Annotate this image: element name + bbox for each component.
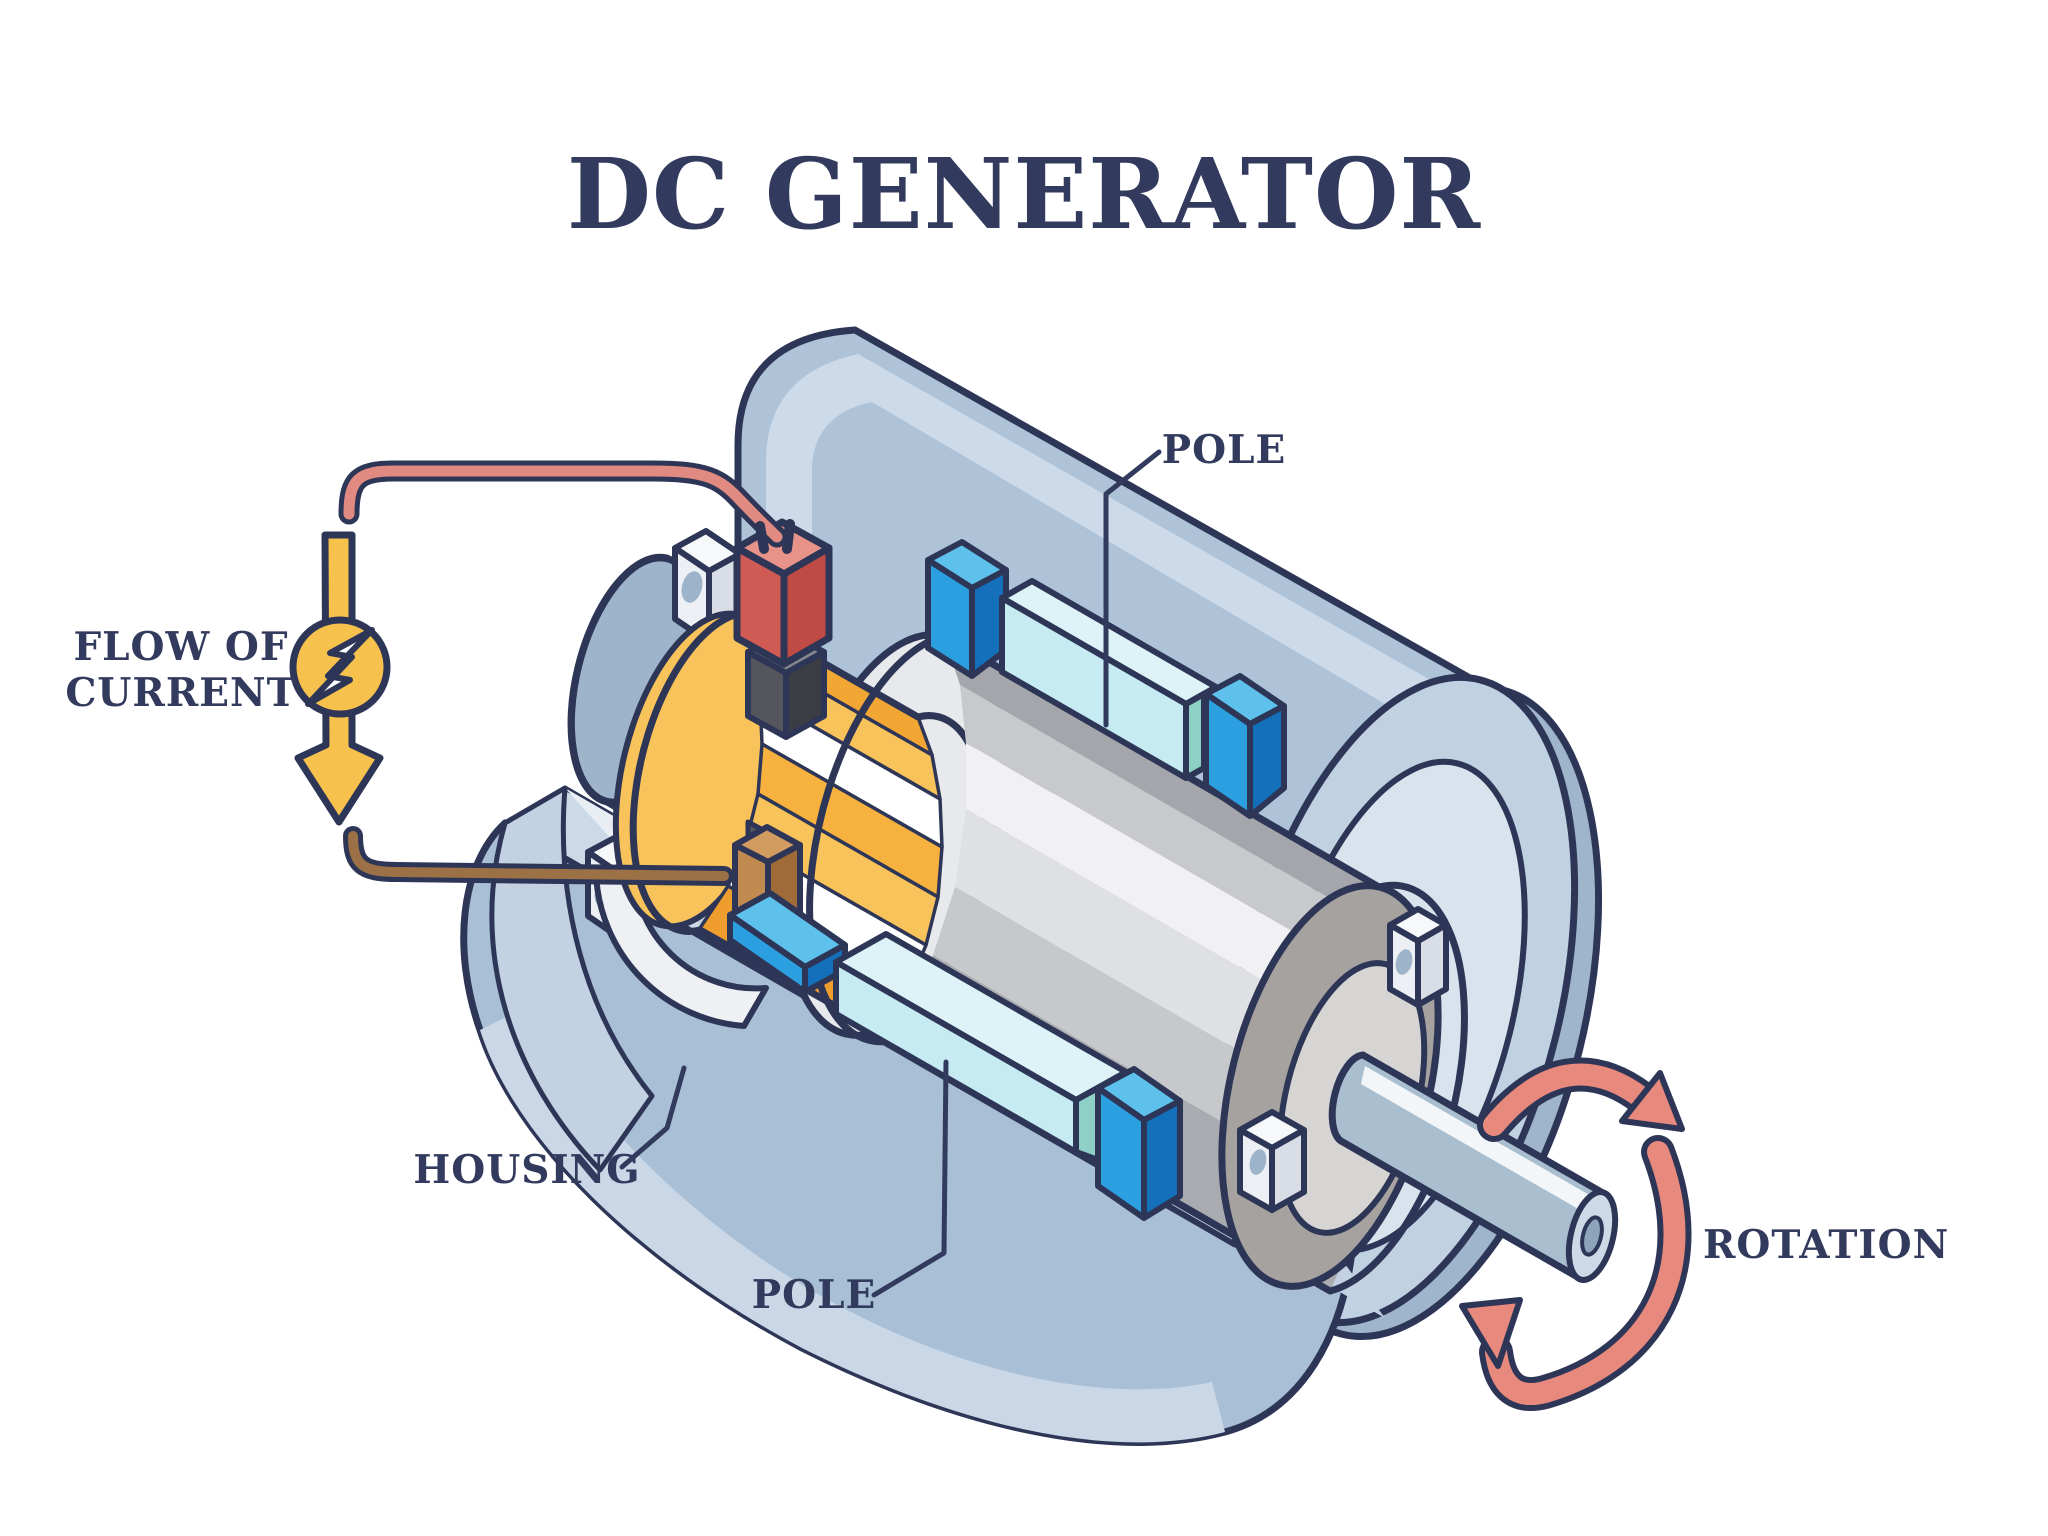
pole-magnet-plate-bottom-left: [727, 890, 848, 995]
pole-assembly-bottom: [727, 890, 1183, 1221]
pole-bottom-label: POLE: [752, 1272, 876, 1318]
shaft-center-hole: [1580, 1215, 1604, 1257]
magnet-side-face: [1141, 1098, 1183, 1221]
pole-shoe-bottom: [833, 931, 1129, 1163]
bearing-block-upper-right: [1387, 906, 1449, 1008]
flow-of-current-symbol: [289, 531, 391, 826]
pole-shoe-end-face: [1183, 691, 1207, 781]
pole-shoe-end-face: [1073, 1085, 1101, 1163]
wire-positive: [338, 460, 795, 554]
page-title: DC GENERATOR: [567, 137, 1482, 251]
pole-assembly-top: [925, 539, 1287, 819]
flow-of-current-label-line1: FLOW OF: [73, 624, 288, 670]
shaft: [1328, 1051, 1619, 1283]
wire-positive-core: [343, 465, 783, 543]
rotation-arc: [1483, 1063, 1653, 1136]
pole-magnet-cube-top-right: [1203, 673, 1287, 819]
bearing-side-face: [1415, 922, 1449, 1008]
bearing-block-lower-right: [1237, 1109, 1307, 1213]
bearing-hole: [1395, 949, 1413, 975]
bearing-hole: [681, 571, 703, 603]
rotation-label: ROTATION: [1703, 1222, 1949, 1268]
red-brush-side-face: [780, 544, 833, 668]
shaft-highlight-stripe: [1361, 1066, 1605, 1222]
generator-assembly: [338, 326, 1692, 1446]
annotations: DC GENERATOR FLOW OF CURRENT POLE POLE H…: [65, 137, 1949, 1318]
rotation-arrow-upper: [1477, 1057, 1685, 1142]
rotation-arrowhead: [1459, 1297, 1523, 1369]
magnet-side-face: [1247, 703, 1287, 819]
pole-top-label: POLE: [1162, 427, 1286, 473]
rotor-band: [944, 636, 1395, 936]
bearing-hole: [1249, 1149, 1267, 1175]
carbon-side-face: [783, 649, 827, 740]
wire-positive-tips: [755, 519, 795, 554]
rotation-arc: [1485, 1141, 1686, 1405]
rotor-outline: [806, 632, 1468, 1295]
housing-leader-line: [619, 1065, 687, 1170]
wire-negative: [343, 826, 734, 886]
pole-bottom-leader-line: [871, 1059, 949, 1298]
housing-back-panel-highlight: [766, 354, 1504, 774]
rotation-arrow-lower: [1459, 1135, 1692, 1411]
wire-negative-core: [348, 831, 729, 881]
rotation-arrowhead: [1619, 1070, 1685, 1132]
lightning-bolt-icon: [305, 627, 375, 707]
pole-magnet-cube-top-left: [925, 539, 1009, 679]
housing-trough-highlight: [480, 1006, 1225, 1443]
bearing-side-face: [1269, 1127, 1307, 1213]
pole-shoe-top: [999, 578, 1219, 781]
pole-top-leader-line: [1103, 449, 1162, 728]
pole-magnet-cube-bottom-right: [1095, 1066, 1183, 1221]
rotor-band: [960, 685, 1401, 994]
housing-label: HOUSING: [413, 1147, 640, 1193]
flow-of-current-label-line2: CURRENT: [65, 670, 296, 716]
